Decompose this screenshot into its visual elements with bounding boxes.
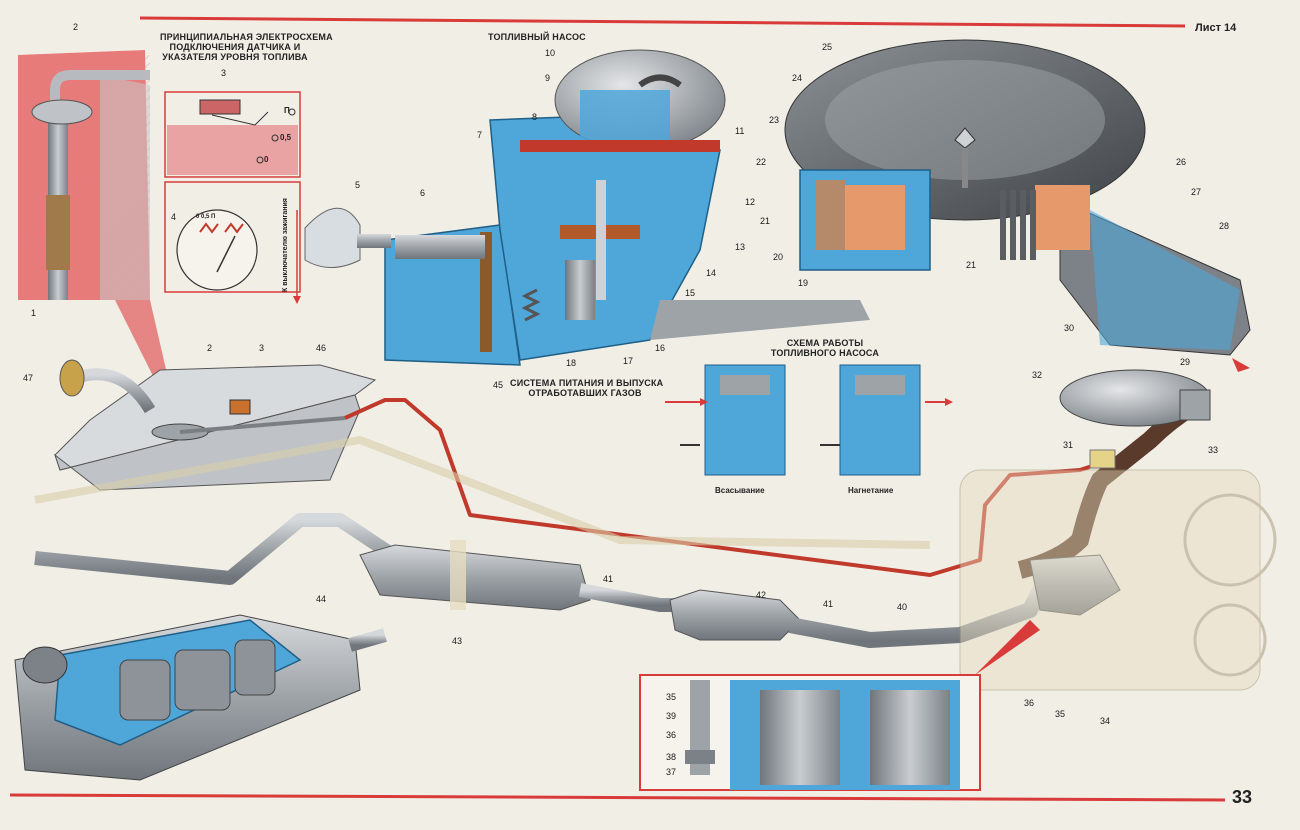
part-31: 31: [1063, 440, 1074, 450]
bottom-frame-line: [9, 793, 1226, 802]
part-46: 46: [316, 343, 327, 353]
part-14: 14: [706, 268, 717, 278]
fuel-tank: [54, 359, 377, 491]
part-36a: 36: [1024, 698, 1035, 708]
pump-scheme: [665, 364, 953, 476]
part-24: 24: [792, 73, 803, 83]
part-15: 15: [685, 288, 696, 298]
part-9: 9: [545, 73, 551, 83]
wiring-schematic: [164, 91, 301, 304]
part-27: 27: [1191, 187, 1202, 197]
gauge-scale: 0 0,5 П: [196, 214, 216, 220]
part-10: 10: [545, 48, 556, 58]
system-title-line-1: СИСТЕМА ПИТАНИЯ И ВЫПУСКА: [510, 378, 664, 388]
part-11: 11: [735, 126, 745, 136]
part-4: 4: [171, 212, 177, 222]
part-5: 5: [355, 180, 361, 190]
part-26: 26: [1176, 157, 1187, 167]
fuel-pump-cutaway: [384, 49, 870, 366]
part-21a: 21: [760, 216, 771, 226]
part-28: 28: [1219, 221, 1230, 231]
part-21b: 21: [966, 260, 977, 270]
part-34: 34: [1100, 716, 1111, 726]
fuel-line: [344, 398, 1111, 577]
return-line-ghost: [34, 435, 931, 549]
muffler-cutaway: [14, 614, 387, 781]
part-20: 20: [773, 252, 784, 262]
part-13: 13: [735, 242, 746, 252]
part-39: 39: [666, 711, 677, 721]
air-filter: [784, 39, 1251, 372]
part-43: 43: [452, 636, 463, 646]
part-41b: 41: [823, 599, 834, 609]
part-37: 37: [666, 767, 677, 777]
part-35b: 35: [666, 692, 677, 702]
part-16: 16: [655, 343, 666, 353]
ignition-caption-line-1: К выключателю: [282, 236, 289, 292]
part-6: 6: [420, 188, 426, 198]
part-41a: 41: [603, 574, 614, 584]
suction-caption: Всасывание: [715, 486, 765, 495]
part-25: 25: [822, 42, 833, 52]
part-44: 44: [316, 594, 327, 604]
float-pin: [357, 234, 391, 248]
wiring-title: ПРИНЦИПИАЛЬНАЯ ЭЛЕКТРОСХЕМА ПОДКЛЮЧЕНИЯ …: [160, 32, 333, 62]
page-number: 33: [1232, 787, 1253, 807]
system-title: СИСТЕМА ПИТАНИЯ И ВЫПУСКА ОТРАБОТАВШИХ Г…: [510, 378, 664, 398]
level-label-full: П: [284, 106, 290, 115]
part-47: 47: [23, 373, 34, 383]
flange-inset: [639, 620, 1040, 791]
part-3: 3: [221, 68, 227, 78]
part-18: 18: [566, 358, 577, 368]
part-42: 42: [756, 590, 767, 600]
part-2: 2: [73, 22, 79, 32]
discharge-caption: Нагнетание: [848, 486, 894, 495]
ignition-caption-line-2: зажигания: [282, 198, 289, 235]
part-19: 19: [798, 278, 809, 288]
part-33: 33: [1208, 445, 1219, 455]
part-32: 32: [1032, 370, 1043, 380]
sheet-label: Лист 14: [1195, 22, 1237, 34]
part-30: 30: [1064, 323, 1075, 333]
part-17: 17: [623, 356, 634, 366]
tank-cutaway: [18, 50, 150, 300]
part-29: 29: [1180, 357, 1191, 367]
part-8: 8: [532, 112, 538, 122]
wiring-title-line-3: УКАЗАТЕЛЯ УРОВНЯ ТОПЛИВА: [162, 52, 308, 62]
part-12: 12: [745, 197, 756, 207]
float-bowl: [304, 207, 361, 268]
engine-ghost: [959, 469, 1277, 691]
exhaust-system: [34, 369, 1211, 648]
ignition-caption: К выключателю зажигания: [282, 198, 289, 292]
part-35a: 35: [1055, 709, 1066, 719]
top-frame-line: [139, 16, 1186, 28]
part-38: 38: [666, 752, 677, 762]
part-36b: 36: [666, 730, 677, 740]
part-3-tank: 3: [259, 343, 265, 353]
part-1: 1: [31, 308, 37, 318]
part-22: 22: [756, 157, 767, 167]
pump-scheme-title-line-2: ТОПЛИВНОГО НАСОСА: [770, 348, 880, 358]
part-2-tank: 2: [207, 343, 213, 353]
system-title-line-2: ОТРАБОТАВШИХ ГАЗОВ: [528, 388, 642, 398]
part-45: 45: [493, 380, 504, 390]
part-7: 7: [477, 130, 483, 140]
level-label-empty: 0: [264, 155, 269, 164]
wiring-title-line-1: ПРИНЦИПИАЛЬНАЯ ЭЛЕКТРОСХЕМА: [160, 32, 333, 42]
wiring-title-line-2: ПОДКЛЮЧЕНИЯ ДАТЧИКА И: [169, 42, 301, 52]
part-23: 23: [769, 115, 780, 125]
part-40: 40: [897, 602, 908, 612]
pump-scheme-title-line-1: СХЕМА РАБОТЫ: [786, 338, 864, 348]
level-label-half: 0,5: [280, 133, 292, 142]
fuel-pump-title: ТОПЛИВНЫЙ НАСОС: [488, 32, 586, 42]
pump-scheme-title: СХЕМА РАБОТЫ ТОПЛИВНОГО НАСОСА: [755, 338, 895, 358]
